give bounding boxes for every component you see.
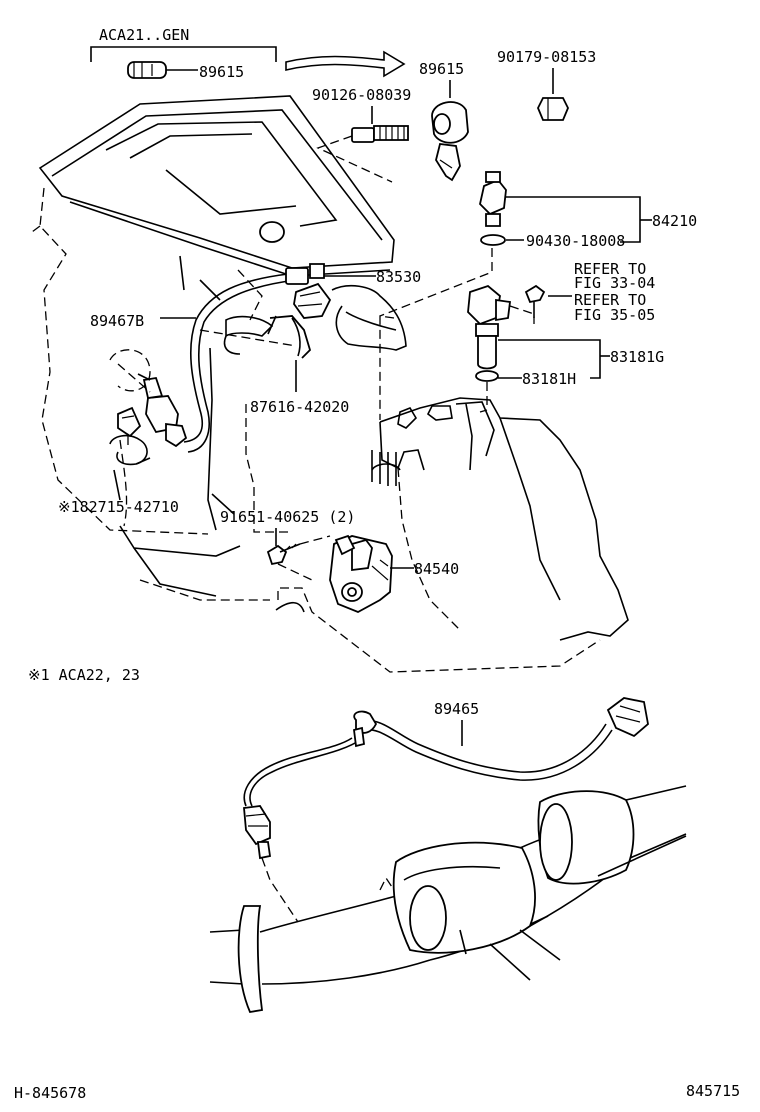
label-90179: 90179-08153 (497, 48, 596, 66)
refer-2-line-1: REFER TO (574, 291, 646, 309)
label-87616: 87616-42020 (250, 398, 349, 416)
exhaust-pipe-outline (209, 785, 687, 1014)
label-82715: ※182715-42710 (58, 498, 179, 516)
oxygen-sensor-icon (243, 805, 272, 860)
refer-1-line-1: REFER TO (574, 260, 646, 278)
knock-sensor-icon (431, 101, 469, 182)
label-83530: 83530 (376, 268, 421, 286)
label-89465: 89465 (434, 700, 479, 718)
variant-group-title: ACA21..GEN (99, 26, 189, 44)
engine-block-outline (31, 95, 395, 601)
wire-clamp-icon (109, 406, 151, 466)
neutral-start-switch-icon (329, 534, 393, 613)
label-83181h: 83181H (522, 370, 576, 388)
transmission-housing-outline (245, 397, 629, 641)
arrow-right-icon (285, 50, 406, 78)
label-84540: 84540 (414, 560, 459, 578)
oil-pressure-switch-icon (479, 171, 507, 227)
variant-group-bracket (90, 46, 277, 62)
bolt-small-icon (524, 284, 546, 318)
speed-sensor-icon (467, 284, 512, 370)
refer-2-line-2: FIG 35-05 (574, 306, 655, 324)
note-variant: ※1 ACA22, 23 (28, 666, 140, 684)
label-84210: 84210 (652, 212, 697, 230)
bolt-icon (266, 543, 301, 566)
gasket-ring-icon (480, 234, 506, 246)
oxygen-sensor-wire (243, 697, 649, 807)
air-fuel-sensor-wire (183, 267, 309, 453)
label-89615-left: 89615 (199, 63, 244, 81)
label-89615-right: 89615 (419, 60, 464, 78)
oil-sensor-icon (293, 263, 332, 319)
label-90126: 90126-08039 (312, 86, 411, 104)
air-fuel-sensor-icon (137, 373, 188, 448)
refer-1-line-2: FIG 33-04 (574, 274, 655, 292)
footer-left-code: H-845678 (14, 1084, 86, 1102)
nut-icon (537, 97, 569, 121)
spring-clip-icon (267, 315, 312, 359)
stud-bolt-icon (351, 125, 409, 143)
label-83181g: 83181G (610, 348, 664, 366)
footer-right-code: 845715 (686, 1082, 740, 1100)
o-ring-icon (475, 370, 499, 382)
label-89467b: 89467B (90, 312, 144, 330)
label-91651: 91651-40625 (2) (220, 508, 355, 526)
knock-sensor-small-icon (127, 61, 198, 79)
label-90430: 90430-18008 (526, 232, 625, 250)
